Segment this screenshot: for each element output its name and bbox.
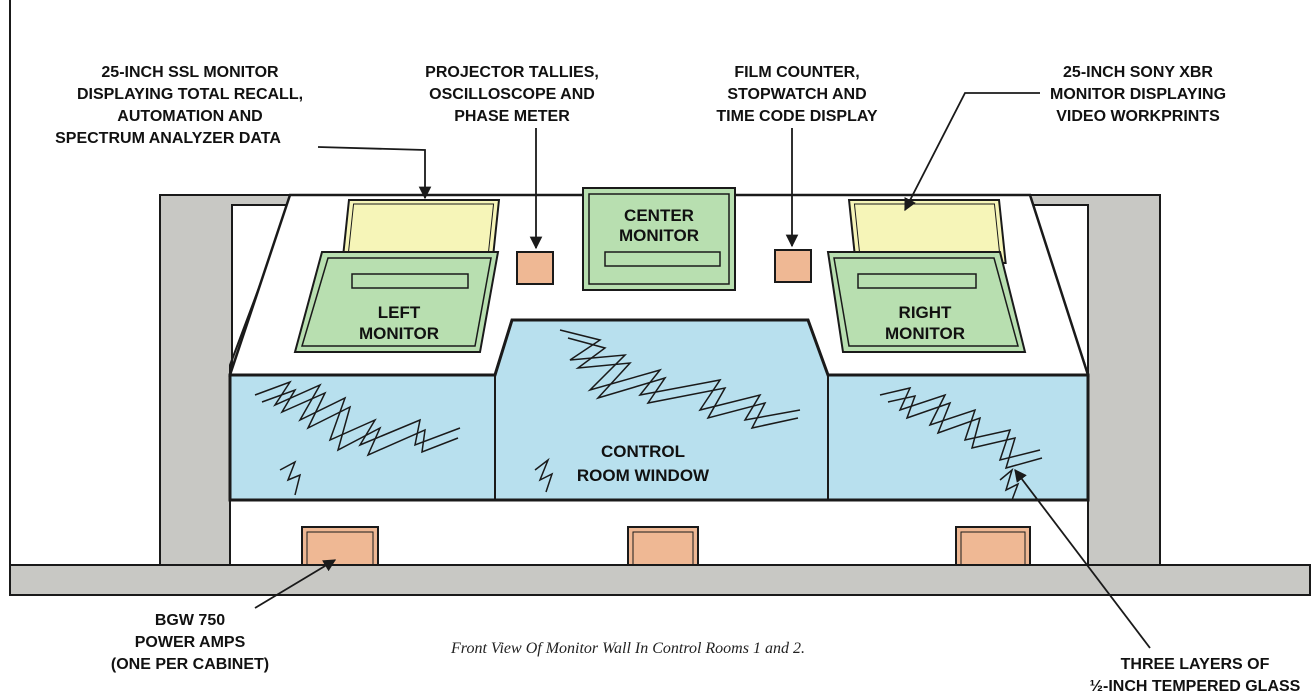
figure-caption: Front View Of Monitor Wall In Control Ro…	[450, 640, 805, 657]
left-monitor-label-2: MONITOR	[359, 324, 439, 343]
power-amp-right	[955, 526, 1031, 566]
callout-ssl-line-2: DISPLAYING TOTAL RECALL,	[77, 86, 303, 103]
callout-ssl-monitor: 25-INCH SSL MONITOR DISPLAYING TOTAL REC…	[55, 64, 303, 147]
callout-projector-line-3: PHASE METER	[454, 108, 570, 125]
arrow-glass	[1014, 468, 1151, 649]
arrow-amps	[254, 559, 337, 609]
callout-amps-line-1: BGW 750	[155, 612, 225, 629]
callout-film-line-3: TIME CODE DISPLAY	[716, 108, 878, 125]
callout-film-counter: FILM COUNTER, STOPWATCH AND TIME CODE DI…	[716, 64, 878, 125]
glass-reflections	[254, 329, 1043, 501]
leader-lines	[254, 92, 1151, 649]
callout-sony-line-3: VIDEO WORKPRINTS	[1056, 108, 1220, 125]
center-monitor-bezel	[588, 193, 730, 285]
callout-projector-line-2: OSCILLOSCOPE AND	[429, 86, 595, 103]
left-monitor-slot	[351, 273, 469, 289]
callout-amps-line-3: (ONE PER CABINET)	[111, 656, 269, 673]
callout-film-line-2: STOPWATCH AND	[727, 86, 866, 103]
right-monitor-label-2: MONITOR	[885, 324, 965, 343]
floor	[9, 564, 1311, 596]
callout-sony-line-2: MONITOR DISPLAYING	[1050, 86, 1226, 103]
callout-ssl-line-3: AUTOMATION AND	[117, 108, 262, 125]
callout-ssl-line-4: SPECTRUM ANALYZER DATA	[55, 130, 281, 147]
center-monitor-label-2: MONITOR	[619, 226, 699, 245]
right-monitor-slot	[857, 273, 977, 289]
power-amp-left	[301, 526, 379, 566]
projector-tally-box	[516, 251, 554, 285]
power-amps	[301, 526, 1031, 566]
callout-sony-line-1: 25-INCH SONY XBR	[1063, 64, 1213, 81]
right-monitor-label-1: RIGHT	[899, 303, 953, 322]
callout-projector: PROJECTOR TALLIES, OSCILLOSCOPE AND PHAS…	[425, 64, 599, 125]
center-monitor	[582, 187, 736, 291]
right-monitor-bezel	[833, 257, 1019, 347]
callout-glass: THREE LAYERS OF ½-INCH TEMPERED GLASS	[1090, 656, 1301, 695]
window-label-2: ROOM WINDOW	[577, 466, 710, 485]
center-monitor-slot	[604, 251, 721, 267]
callout-film-line-1: FILM COUNTER,	[734, 64, 859, 81]
callout-power-amps: BGW 750 POWER AMPS (ONE PER CABINET)	[111, 612, 269, 673]
callout-projector-line-1: PROJECTOR TALLIES,	[425, 64, 599, 81]
film-counter-box	[774, 249, 812, 283]
arrow-ssl	[317, 146, 432, 200]
callout-amps-line-2: POWER AMPS	[135, 634, 246, 651]
callout-ssl-line-1: 25-INCH SSL MONITOR	[101, 64, 279, 81]
callout-sony-monitor: 25-INCH SONY XBR MONITOR DISPLAYING VIDE…	[1050, 64, 1226, 125]
callout-glass-line-1: THREE LAYERS OF	[1121, 656, 1270, 673]
center-monitor-label-1: CENTER	[624, 206, 694, 225]
arrow-sony	[904, 92, 1040, 212]
left-monitor-bezel	[300, 257, 492, 347]
callout-glass-line-2: ½-INCH TEMPERED GLASS	[1090, 678, 1301, 695]
power-amp-center	[627, 526, 699, 566]
window-label-1: CONTROL	[601, 442, 685, 461]
left-monitor-label-1: LEFT	[378, 303, 421, 322]
